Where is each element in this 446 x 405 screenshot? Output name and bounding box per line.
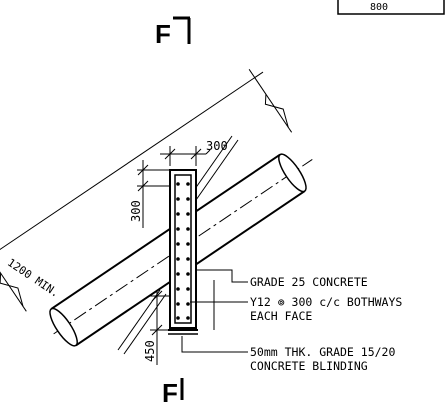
- annotation-blinding-line1: 50mm THK. GRADE 15/20: [250, 345, 395, 359]
- dim-base-depth: 450: [143, 340, 157, 362]
- leader-lines: [181, 269, 248, 353]
- section-marker-top-label: F: [155, 19, 171, 49]
- dim-width-top-group: [160, 146, 211, 166]
- section-marker-bottom: F: [162, 378, 184, 405]
- annotation-rebar-line2: EACH FACE: [250, 309, 312, 323]
- dim-base-depth-group: [150, 290, 170, 365]
- dim-pipe-clearance: 1200 MIN.: [5, 256, 62, 300]
- annotation-rebar-line1: Y12 ⊚ 300 c/c BOTHWAYS: [250, 295, 402, 309]
- title-box-value: 800: [370, 2, 388, 13]
- annotation-blinding-line2: CONCRETE BLINDING: [250, 359, 368, 373]
- section-marker-top: F: [155, 16, 191, 49]
- dim-depth-top: 300: [129, 200, 143, 222]
- title-box: 800: [337, 0, 445, 15]
- annotation-concrete-grade: GRADE 25 CONCRETE: [250, 275, 368, 289]
- concrete-column: [168, 169, 198, 335]
- dim-width-top: 300: [206, 139, 228, 153]
- dim-depth-top-group: [137, 160, 170, 228]
- section-marker-bottom-label: F: [162, 378, 178, 405]
